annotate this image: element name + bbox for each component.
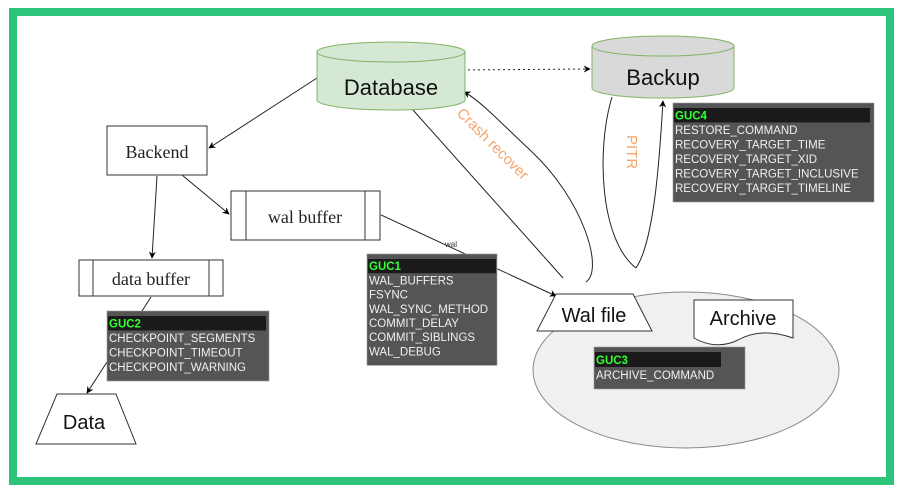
node-wal-file[interactable]: Wal file xyxy=(536,293,653,332)
edge-pitr-up xyxy=(635,100,667,269)
node-data[interactable]: Data xyxy=(35,393,137,445)
edge-crash-recover xyxy=(463,91,593,283)
edge-guc2-to-data xyxy=(86,361,108,394)
guc-parameter: RECOVERY_TARGET_TIME xyxy=(675,140,826,152)
node-data-buffer[interactable]: data buffer xyxy=(78,259,224,297)
guc-parameter: RESTORE_COMMAND xyxy=(675,125,797,137)
guc-parameter: CHECKPOINT_TIMEOUT xyxy=(109,348,243,360)
guc-panel-header xyxy=(368,259,496,274)
guc-parameter: WAL_BUFFERS xyxy=(369,275,454,287)
node-backend-label: Backend xyxy=(126,142,189,162)
node-archive[interactable]: Archive xyxy=(693,299,794,346)
guc-parameter: CHECKPOINT_SEGMENTS xyxy=(109,333,256,345)
guc-panel-header xyxy=(595,352,721,367)
guc-panel-header xyxy=(674,108,870,123)
edge-data-buffer-to-guc2 xyxy=(141,296,152,312)
guc-panel-title: GUC1 xyxy=(369,261,402,273)
node-wal-buffer[interactable]: wal buffer xyxy=(230,190,381,241)
node-database-label: Database xyxy=(344,75,438,100)
guc-panel-title: GUC4 xyxy=(675,111,708,123)
node-backend[interactable]: Backend xyxy=(106,125,208,176)
guc-parameter: COMMIT_DELAY xyxy=(369,318,459,330)
guc-parameter: CHECKPOINT_WARNING xyxy=(109,362,246,374)
label-pitr: PITR xyxy=(623,135,640,169)
edge-database-to-wal-area xyxy=(412,109,564,279)
guc-parameter: RECOVERY_TARGET_INCLUSIVE xyxy=(675,169,859,181)
edge-database-to-backend xyxy=(208,77,318,149)
node-archive-label: Archive xyxy=(710,308,777,330)
node-data-label: Data xyxy=(63,412,106,434)
guc-parameter: RECOVERY_TARGET_TIMELINE xyxy=(675,183,851,195)
guc-parameter: ARCHIVE_COMMAND xyxy=(596,370,714,382)
guc-parameter: COMMIT_SIBLINGS xyxy=(369,332,475,344)
guc-panel-title: GUC2 xyxy=(109,319,141,331)
guc-panel-header xyxy=(108,316,266,331)
label-wal: wal xyxy=(444,240,457,249)
guc-parameter: FSYNC xyxy=(369,290,408,302)
edge-backend-to-data-buffer xyxy=(148,175,158,259)
guc-panel-title: GUC3 xyxy=(596,355,628,367)
node-data-buffer-label: data buffer xyxy=(112,269,190,289)
node-wal-buffer-label: wal buffer xyxy=(268,207,342,227)
edge-backend-to-wal-buffer xyxy=(181,174,230,215)
guc-parameter: RECOVERY_TARGET_XID xyxy=(675,154,817,166)
node-backup-label: Backup xyxy=(626,65,699,90)
guc-parameter: WAL_SYNC_METHOD xyxy=(369,304,488,316)
node-wal-file-label: Wal file xyxy=(562,305,627,327)
edge-pitr-down xyxy=(602,96,637,269)
guc-parameter: WAL_DEBUG xyxy=(369,346,441,358)
node-backup[interactable]: Backup xyxy=(591,35,735,99)
node-database[interactable]: Database xyxy=(316,41,466,111)
edges xyxy=(86,65,667,394)
edge-database-to-backup xyxy=(457,65,591,73)
